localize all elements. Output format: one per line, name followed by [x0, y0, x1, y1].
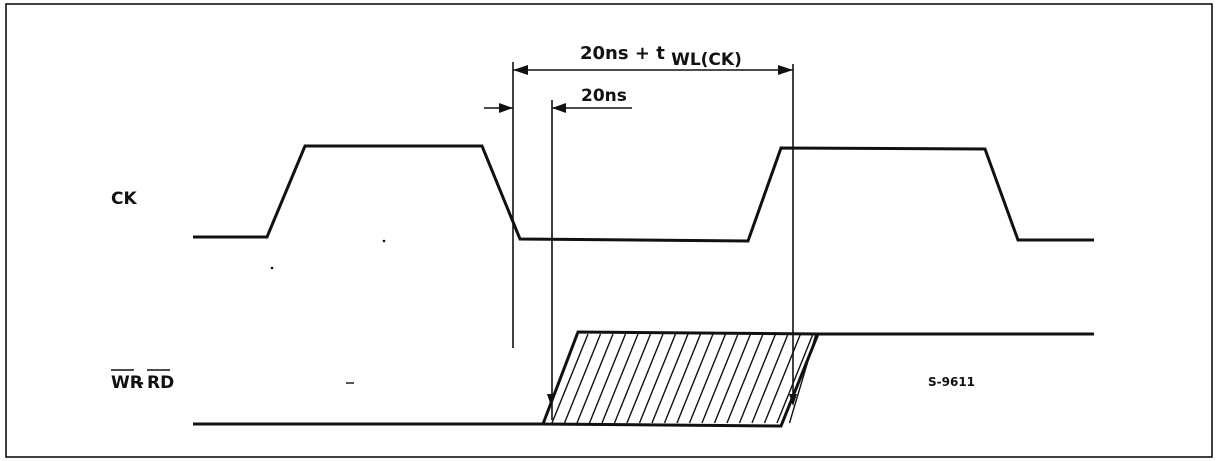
transition-hatching [551, 333, 817, 424]
clock-label: CK [111, 189, 137, 209]
hatch-line [588, 333, 627, 424]
hatch-line [601, 333, 639, 424]
hatch-line [738, 333, 777, 424]
scan-dot [382, 239, 386, 243]
total-time-arrowhead-right [778, 65, 793, 75]
hatch-line [701, 333, 739, 424]
total-time-arrowhead-left [513, 65, 528, 75]
total-time-label: 20ns + t WL(CK) [580, 43, 742, 70]
hatch-line [726, 333, 764, 424]
hatch-line [663, 333, 702, 424]
hatch-line [776, 333, 814, 424]
hatch-line [551, 333, 589, 424]
hatch-line [676, 333, 714, 424]
clock-waveform [193, 144, 1094, 243]
hatch-line [688, 333, 727, 424]
read-label: RD [147, 373, 174, 393]
hatch-line [638, 333, 677, 424]
hatch-line [563, 333, 602, 424]
total-time-label-subscript: WL(CK) [671, 50, 742, 70]
transition-arrowhead-right [789, 394, 797, 406]
diagram-frame [5, 3, 1213, 458]
hatch-line [788, 333, 817, 424]
delay-arrowhead-left [499, 103, 513, 113]
scan-dot [270, 266, 274, 270]
hatch-line [763, 333, 802, 424]
hatch-line [651, 333, 689, 424]
dash-label: - [137, 373, 144, 393]
hatch-line [713, 333, 752, 424]
hatch-line [626, 333, 664, 424]
hatch-line [613, 333, 652, 424]
write-read-transition-region [540, 330, 821, 428]
hatch-line [751, 333, 789, 424]
figure-code: S-9611 [928, 375, 975, 389]
write-label: WR [111, 373, 143, 393]
write-read-label: WR - RD [111, 369, 174, 393]
transition-arrowhead-left [547, 394, 555, 406]
delay-label: 20ns [581, 86, 627, 106]
delay-arrowhead-right [552, 103, 566, 113]
hatch-line [576, 333, 614, 424]
total-time-label-main: 20ns + t [580, 43, 665, 64]
